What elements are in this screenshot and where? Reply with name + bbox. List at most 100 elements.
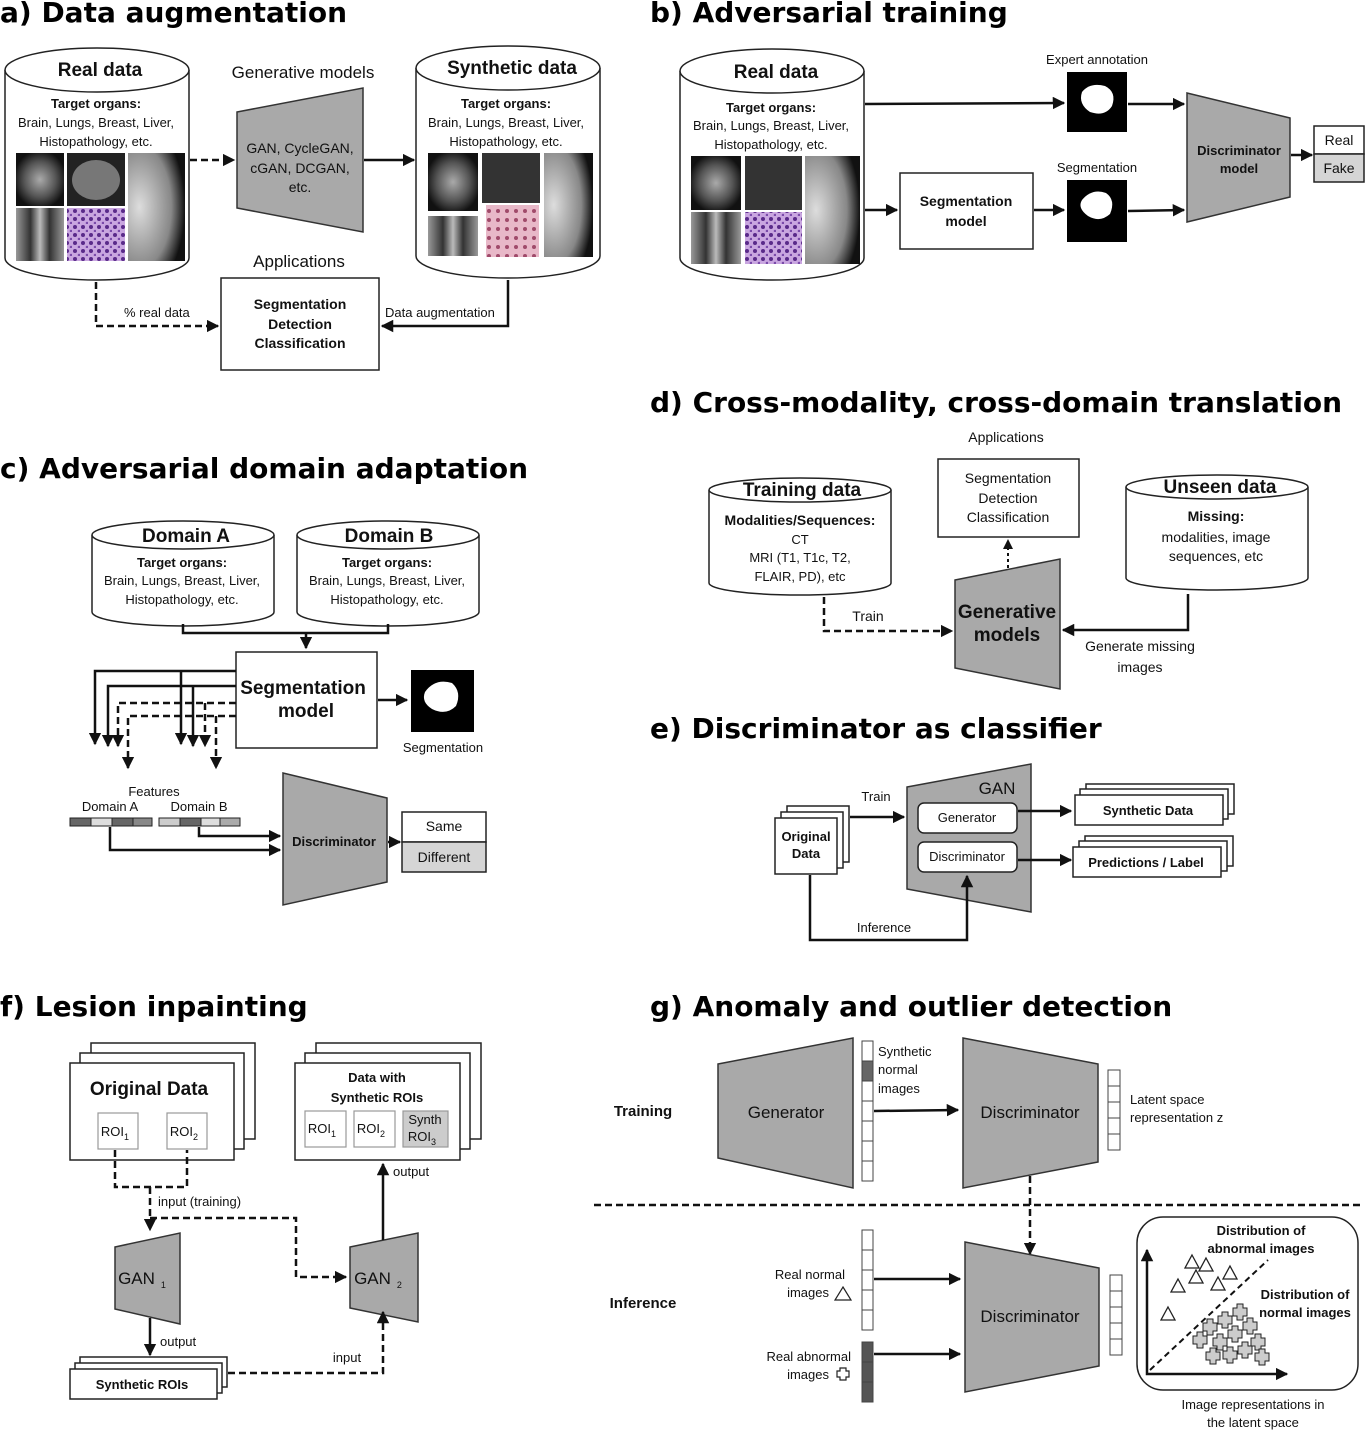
fake-label: Fake — [1323, 160, 1354, 176]
normal-cross-marker — [1227, 1325, 1243, 1343]
arrow-synth-to-disc-g — [873, 1103, 960, 1117]
dist-abnormal-line-1: Distribution of — [1217, 1223, 1306, 1238]
gan2-output-label: output — [393, 1164, 430, 1179]
synth-xray-image — [428, 216, 478, 256]
panel-d-title: d) Cross-modality, cross-domain translat… — [650, 386, 1342, 419]
app-segmentation: Segmentation — [254, 296, 347, 312]
roi-1-box — [97, 1112, 139, 1150]
d-app-classification: Classification — [967, 509, 1049, 525]
unseen-data-label: Unseen data — [1164, 477, 1277, 498]
g-training-disc-label: Discriminator — [980, 1103, 1080, 1122]
modality-ct: CT — [791, 532, 808, 547]
svg-text:ROI1: ROI1 — [101, 1124, 129, 1142]
generative-models-trapezoid — [236, 87, 364, 233]
roi-1-label: ROI — [101, 1124, 124, 1139]
synthetic-normal-line-1: Synthetic — [878, 1044, 932, 1059]
image-rep-line-1: Image representations in — [1181, 1397, 1324, 1412]
modality-mri: MRI (T1, T1c, T2, — [749, 550, 850, 565]
b-brain-image — [691, 156, 741, 210]
f-roi-2-label: ROI — [357, 1121, 380, 1136]
synthetic-data-label: Synthetic data — [447, 58, 577, 79]
f-roi-2-box — [353, 1110, 396, 1148]
synth-roi-3-box — [402, 1110, 449, 1148]
domain-b-label: Domain B — [345, 526, 434, 547]
features-domain-a-label: Domain A — [82, 799, 139, 814]
c-seg-model-line-2: model — [278, 701, 334, 722]
inference-label: Inference — [610, 1295, 677, 1312]
c-segmentation-model-box — [235, 651, 378, 749]
mammography-image — [128, 153, 185, 261]
synth-rois-line-1: Data with — [348, 1070, 406, 1085]
arrow-train — [822, 597, 954, 638]
real-normal-line-2: images — [787, 1285, 829, 1300]
chest-xray-image — [16, 208, 64, 261]
applications-label: Applications — [253, 252, 345, 271]
dist-abnormal-line-2: abnormal images — [1208, 1241, 1315, 1256]
synth-histo-image — [486, 205, 539, 257]
original-data-stack: Original Data — [774, 805, 850, 875]
training-data-label: Training data — [743, 480, 862, 501]
synth-rois-line-2: Synthetic ROIs — [331, 1090, 423, 1105]
f-roi-1-label: ROI — [308, 1121, 331, 1136]
g-inference-discriminator — [964, 1241, 1100, 1393]
synthetic-vector — [861, 1040, 874, 1182]
normal-cross-marker — [1192, 1331, 1208, 1349]
d-app-detection: Detection — [978, 490, 1037, 506]
b-xray-image — [691, 212, 741, 264]
domain-b-organs-1: Brain, Lungs, Breast, Liver, — [309, 573, 465, 588]
latent-space-line-2: representation z — [1130, 1110, 1223, 1125]
domain-a-cylinder: Domain A Target organs: Brain, Lungs, Br… — [91, 520, 275, 627]
train-label: Train — [852, 608, 883, 624]
synth-roi-3-subscript: 3 — [431, 1137, 436, 1147]
b-real-data-label: Real data — [734, 62, 819, 83]
panel-e-title: e) Discriminator as classifier — [650, 712, 1102, 745]
e-inference-label: Inference — [857, 920, 911, 935]
synth-roi-3-label: ROI — [408, 1129, 431, 1144]
synth-brain-image — [428, 153, 478, 211]
e-synthetic-data-label: Synthetic Data — [1103, 803, 1194, 818]
feature-line-3 — [111, 701, 236, 748]
synth-organs-line-2: Histopathology, etc. — [449, 134, 562, 149]
missing-line-2: sequences, etc — [1169, 548, 1263, 564]
feature-vector-b — [158, 817, 241, 827]
unseen-data-cylinder: Unseen data Missing: modalities, image s… — [1125, 474, 1309, 591]
panel-b: b) Adversarial training Real data Target… — [650, 0, 1365, 281]
input-training-label: input (training) — [158, 1194, 241, 1209]
gan1-output-label: output — [160, 1334, 197, 1349]
pct-real-data-label: % real data — [124, 305, 191, 320]
real-normal-line-1: Real normal — [775, 1267, 845, 1282]
panel-f-title: f) Lesion inpainting — [0, 990, 308, 1023]
latent-space-line-1: Latent space — [1130, 1092, 1204, 1107]
arrow-inference-e — [808, 874, 974, 942]
arrow-mask-to-disc — [1127, 203, 1186, 217]
real-label: Real — [1325, 132, 1354, 148]
synth-mammo-image — [544, 153, 593, 257]
e-train-label: Train — [861, 789, 890, 804]
real-normal-vector — [861, 1229, 874, 1331]
panel-f: f) Lesion inpainting Original Data ROI1 … — [0, 990, 482, 1400]
domain-b-cylinder: Domain B Target organs: Brain, Lungs, Br… — [296, 520, 480, 627]
gan-2-trapezoid — [349, 1232, 419, 1323]
arrow-unseen-to-gen — [1061, 594, 1190, 637]
normal-cross-marker — [1242, 1317, 1258, 1335]
e-discriminator-label: Discriminator — [929, 849, 1006, 864]
training-data-cylinder: Training data Modalities/Sequences: CT M… — [708, 477, 892, 596]
data-augmentation-label: Data augmentation — [385, 305, 495, 320]
b-target-organs: Target organs: — [726, 100, 816, 115]
synth-target-organs: Target organs: — [461, 96, 551, 111]
roi-2-label: ROI — [170, 1124, 193, 1139]
gan-1-trapezoid — [114, 1232, 181, 1325]
normal-cross-marker — [1212, 1333, 1228, 1351]
missing-label: Missing: — [1188, 508, 1245, 524]
training-label: Training — [614, 1103, 672, 1120]
synth-label: Synth — [408, 1112, 441, 1127]
gan-2-subscript: 2 — [397, 1280, 402, 1290]
roi-2-subscript: 2 — [193, 1132, 198, 1142]
gan2-input-label: input — [333, 1350, 362, 1365]
latent-vector-inference — [1109, 1274, 1123, 1356]
panel-a: a) Data augmentation Real data Target or… — [0, 0, 601, 371]
app-classification: Classification — [254, 335, 345, 351]
original-data-line-1: Original — [781, 829, 830, 844]
e-gan-trapezoid — [906, 763, 1032, 913]
